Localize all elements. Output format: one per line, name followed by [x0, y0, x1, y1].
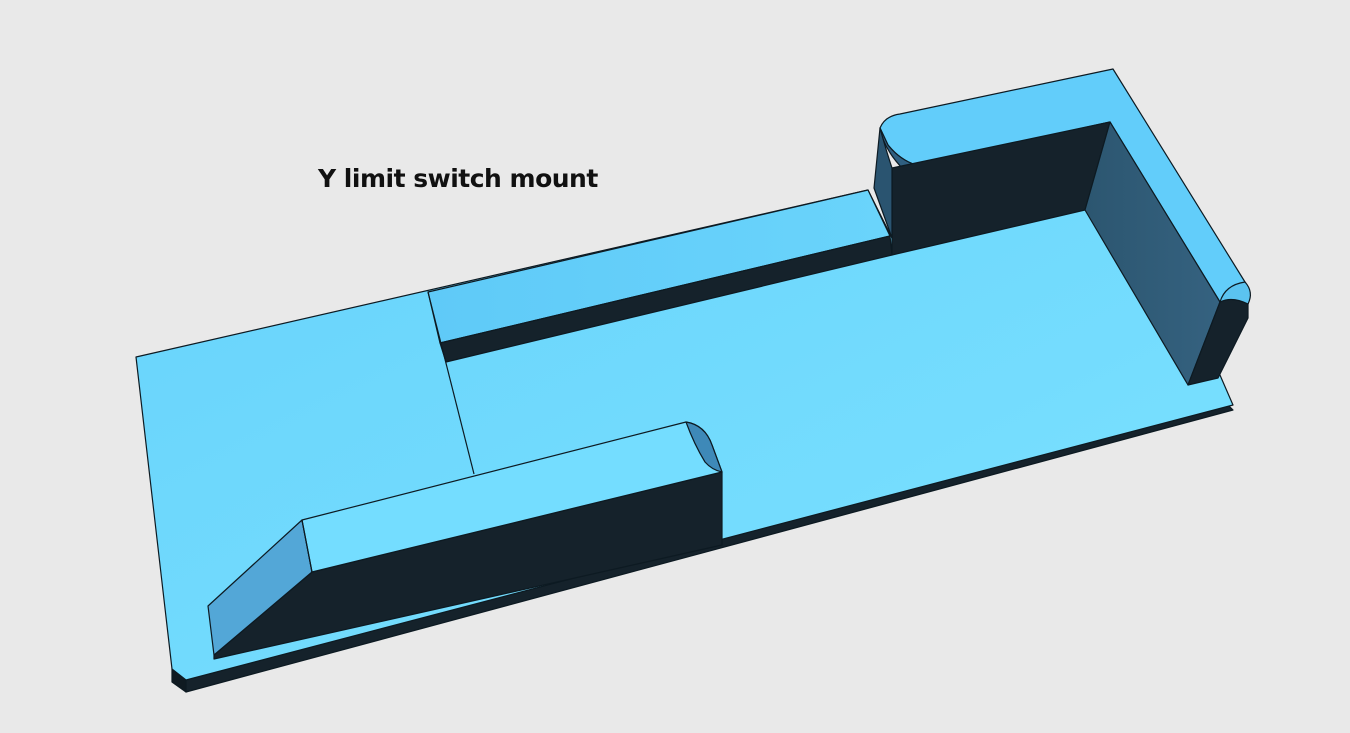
front-rail-rounded-end: [685, 421, 723, 473]
model-title: Y limit switch mount: [318, 164, 598, 193]
rail-chamfer-edge: [301, 519, 313, 573]
right-end-rounded-cap: [1219, 281, 1251, 305]
right-block-left-column-face: [873, 127, 893, 239]
base-divider-line: [427, 291, 475, 475]
